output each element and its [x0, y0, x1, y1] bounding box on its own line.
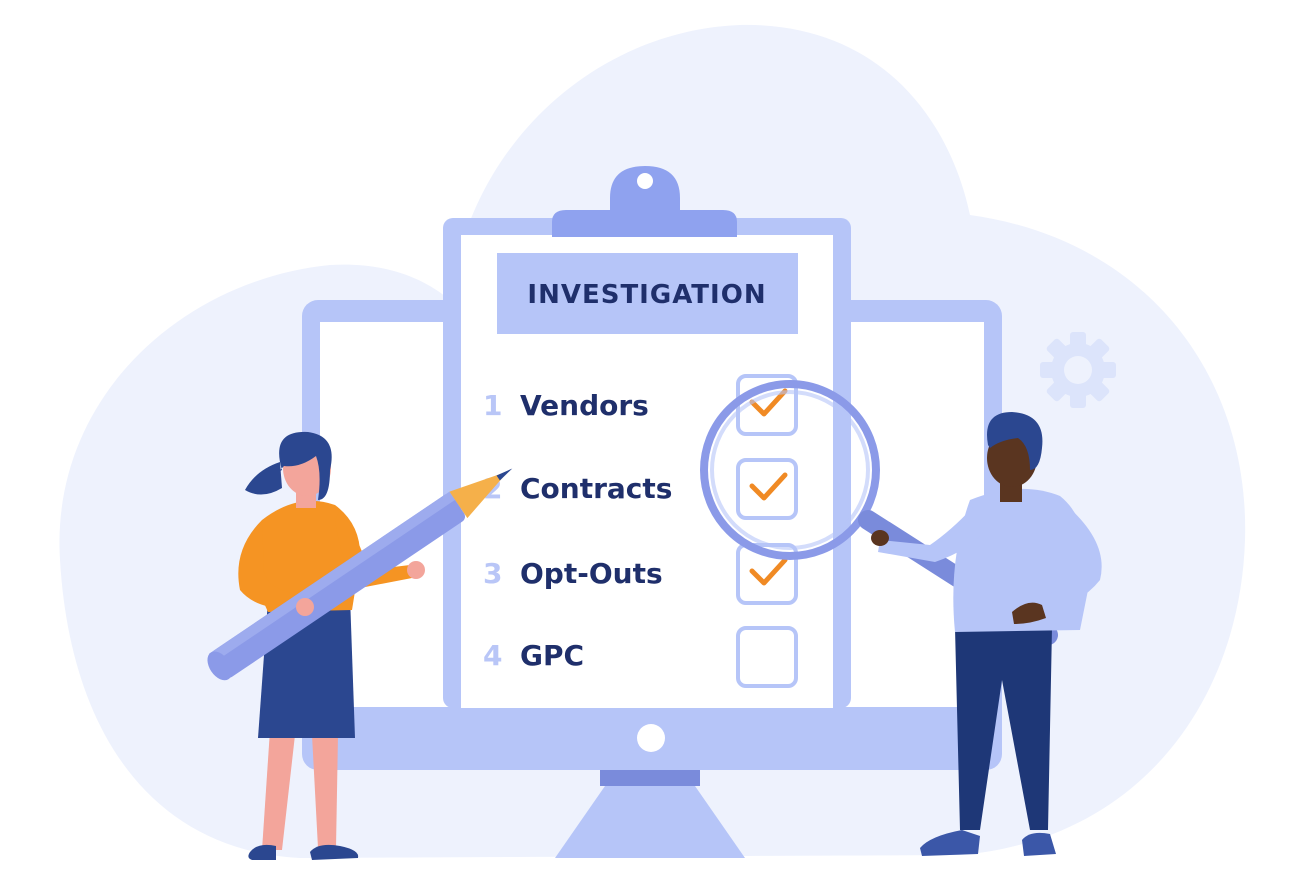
woman-leg [312, 735, 338, 848]
man-shoe [1022, 832, 1056, 856]
item-number: 3 [483, 557, 502, 590]
item-label: Contracts [520, 472, 672, 505]
man-shoe [920, 830, 980, 856]
man-arm [1036, 500, 1102, 615]
woman-hair [250, 431, 332, 500]
woman-shoe [248, 844, 276, 860]
man-hair [987, 412, 1043, 470]
woman-arm [238, 520, 302, 609]
woman-hand [296, 598, 314, 616]
title-box [497, 253, 798, 334]
checkbox-icon[interactable] [736, 458, 798, 520]
check-icon [749, 557, 788, 586]
pencil-icon [207, 468, 513, 681]
item-number: 1 [483, 389, 502, 422]
monitor-neck [600, 770, 700, 786]
check-icon [749, 472, 788, 501]
clipboard: INVESTIGATION [443, 166, 851, 708]
man-hand [871, 530, 889, 546]
list-item: 4 GPC [483, 626, 798, 688]
woman-leg [262, 730, 295, 850]
item-label: Vendors [520, 389, 649, 422]
clipboard-title: INVESTIGATION [527, 280, 766, 310]
item-number: 4 [483, 639, 502, 672]
gear-icon [1040, 332, 1116, 408]
check-icon [749, 388, 788, 417]
man-arm [878, 505, 985, 562]
list-item: 2 Contracts [483, 458, 798, 520]
clipboard-clip [552, 166, 737, 237]
monitor-power-dot [637, 724, 665, 752]
woman-hand [407, 561, 425, 579]
man-pants [955, 628, 1052, 830]
woman-shoe [310, 844, 359, 860]
man-hand [1012, 602, 1046, 624]
item-label: Opt-Outs [520, 557, 663, 590]
checkbox-icon[interactable] [736, 626, 798, 688]
man-figure [871, 412, 1102, 856]
monitor-stand [555, 786, 745, 858]
item-label: GPC [520, 639, 584, 672]
